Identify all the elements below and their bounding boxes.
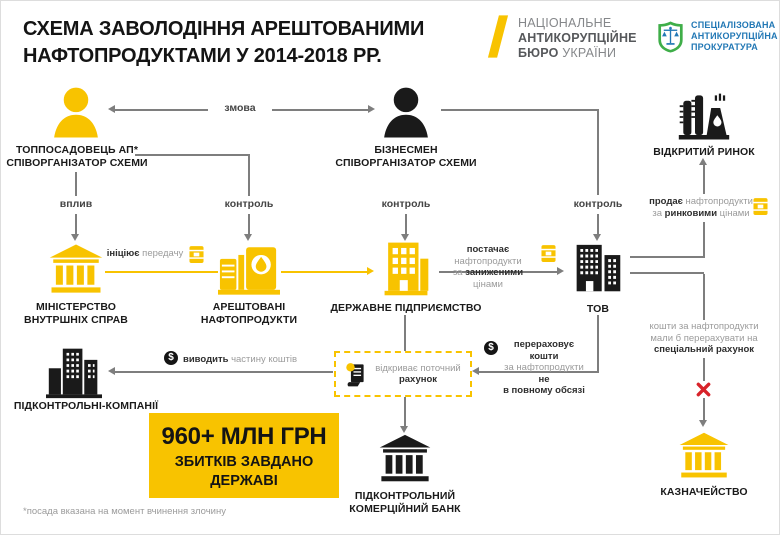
open-market-label: ВІДКРИТИЙ РИНОК [653,146,755,158]
connector-line [441,109,598,111]
connector-line [405,214,407,234]
blocked-x-icon [695,381,712,398]
llc-buildings-icon [576,244,621,292]
barrel-icon [753,198,768,215]
commercial-bank-icon [379,434,431,482]
control-label: контроль [381,198,431,210]
arrowhead-down-icon [593,234,601,241]
official-label: ТОППОСАДОВЕЦЬ АП*СПІВОРГАНІЗАТОР СХЕМИ [6,144,148,169]
llc-label: ТОВ [586,303,610,315]
transfers-label: перераховує кошти за нафтопродукти не в … [503,339,585,396]
state-enterprise-label: ДЕРЖАВНЕ ПІДПРИЄМСТВО [330,302,482,314]
connector-line [115,371,333,373]
arrowhead-right-icon [557,267,564,275]
sap-line2: АНТИКОРУПЦІЙНА [691,31,778,41]
sells-label: продає нафтопродукти за ринковими цінами [649,196,753,219]
connector-line [703,222,705,258]
connector-line [248,154,250,196]
arrowhead-down-icon [71,234,79,241]
arrowhead-left-icon [108,367,115,375]
dollar-icon: $ [164,351,178,365]
arrowhead-left-icon [108,105,115,113]
page-title: СХЕМА ЗАВОЛОДІННЯ АРЕШТОВАНИМИ НАФТОПРОД… [23,16,424,70]
nabu-logo-text: НАЦІОНАЛЬНЕ АНТИКОРУПЦІЙНЕ БЮРО УКРАЇНИ [518,13,637,61]
arrowhead-down-icon [244,234,252,241]
control-label: контроль [224,198,274,210]
businessman-person-icon [384,87,428,138]
sap-line3: ПРОКУРАТУРА [691,42,758,52]
nabu-line1: НАЦІОНАЛЬНЕ [518,16,612,30]
supplies-label: постачає нафтопродукти за заниженими цін… [452,244,524,290]
should-transfer-label: кошти за нафтопродукти мали б перерахува… [649,321,759,355]
footnote: *посада вказана на момент вчинення злочи… [23,506,226,517]
sap-logo-text: СПЕЦІАЛІЗОВАНА АНТИКОРУПЦІЙНА ПРОКУРАТУР… [691,14,778,53]
refinery-icon [678,93,730,140]
opens-account-label: відкриває поточний рахунок [375,362,461,386]
connector-line [479,371,599,373]
arrowhead-down-icon [400,426,408,433]
nabu-wedge-icon [487,15,509,58]
transfer-line [281,271,367,273]
damage-amount-box: 960+ МЛН ГРН ЗБИТКІВ ЗАВДАНО ДЕРЖАВІ [149,413,339,498]
nabu-line3: БЮРО УКРАЇНИ [518,46,617,60]
opens-account-box: відкриває поточний рахунок [334,351,472,397]
title-line1: СХЕМА ЗАВОЛОДІННЯ АРЕШТОВАНИМИ [23,18,425,40]
sap-line1: СПЕЦІАЛІЗОВАНА [691,20,776,30]
conspiracy-label: змова [208,101,272,115]
arrowhead-up-icon [699,158,707,165]
arrowhead-right-icon [368,105,375,113]
sap-emblem-icon [658,21,683,53]
supplies-line [439,271,557,273]
control-label: контроль [573,198,623,210]
account-document-icon [346,362,364,386]
arrowhead-down-icon [699,420,707,427]
state-enterprise-building-icon [384,242,429,296]
connector-line [630,272,704,274]
connector-line [248,214,250,234]
damage-amount: 960+ МЛН ГРН [161,422,327,450]
connector-line [404,397,406,427]
connector-line [75,172,77,196]
transfer-line [105,271,218,273]
barrel-icon [541,245,556,262]
connector-line [135,154,250,156]
dollar-icon: $ [484,341,498,355]
arrowhead-right-icon [367,267,374,275]
controlled-companies-label: ПІДКОНТРОЛЬНІ-КОМПАНІЇ [13,400,159,412]
controlled-companies-buildings-icon [46,348,102,399]
connector-line [597,214,599,234]
initiates-transfer-label: ініціює передачу [106,248,184,259]
connector-line [630,256,704,258]
oil-tanks-icon [218,247,280,295]
sap-logo: СПЕЦІАЛІЗОВАНА АНТИКОРУПЦІЙНА ПРОКУРАТУР… [657,14,778,60]
treasury-building-icon [679,432,729,478]
connector-line [404,315,406,351]
influence-label: вплив [59,198,93,210]
arrowhead-down-icon [401,234,409,241]
arrowhead-left-icon [472,367,479,375]
connector-line [597,315,599,372]
connector-line [597,109,599,195]
nabu-line2: АНТИКОРУПЦІЙНЕ [518,31,637,45]
connector-line [703,164,705,194]
treasury-label: КАЗНАЧЕЙСТВО [660,486,748,498]
nabu-logo: НАЦІОНАЛЬНЕ АНТИКОРУПЦІЙНЕ БЮРО УКРАЇНИ [487,13,637,61]
connector-line [703,274,705,320]
title-line2: НАФТОПРОДУКТАМИ У 2014-2018 РР. [23,45,382,67]
ministry-building-icon [49,244,103,293]
connector-line [75,214,77,234]
withdraws-label: виводить частину коштів [183,354,298,365]
official-person-icon [54,87,98,138]
barrel-icon [189,246,204,263]
